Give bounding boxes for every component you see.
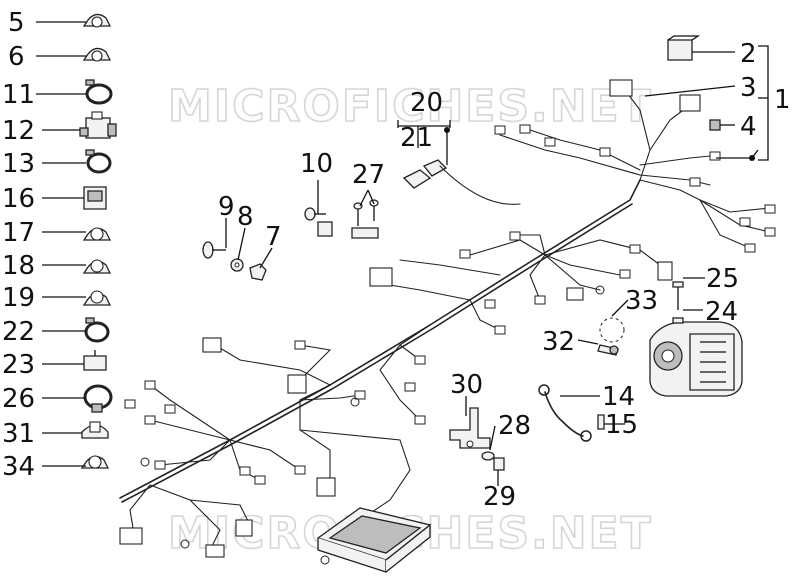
label-8: 8 [237, 202, 254, 232]
ground-cable-icon[interactable] [538, 384, 605, 442]
label-17: 17 [2, 218, 35, 248]
clamp-13-icon[interactable] [85, 149, 112, 174]
fuse-box-2-icon[interactable] [667, 35, 701, 61]
clamp-19-icon[interactable] [82, 290, 112, 306]
clamp-5-icon[interactable] [82, 13, 112, 28]
label-5: 5 [8, 8, 25, 38]
clamp-34-icon[interactable] [80, 455, 110, 469]
label-3: 3 [740, 73, 757, 103]
label-23: 23 [2, 350, 35, 380]
clamp-6-icon[interactable] [82, 47, 112, 62]
main-harness-icon[interactable] [119, 79, 776, 558]
relay-12-icon[interactable] [79, 111, 117, 139]
label-18: 18 [2, 251, 35, 281]
label-16: 16 [2, 184, 35, 214]
label-11: 11 [2, 80, 35, 110]
label-9: 9 [218, 192, 235, 222]
label-6: 6 [8, 42, 25, 72]
part-leader-lines [225, 45, 769, 486]
label-10: 10 [300, 149, 333, 179]
label-30: 30 [450, 370, 483, 400]
label-27: 27 [352, 160, 385, 190]
label-22: 22 [2, 317, 35, 347]
bolt-25-icon[interactable] [672, 281, 684, 310]
label-15: 15 [605, 410, 638, 440]
label-14: 14 [602, 382, 635, 412]
label-4: 4 [740, 112, 757, 142]
connector-21-icon[interactable] [402, 159, 521, 205]
clamp-11-icon[interactable] [85, 79, 113, 105]
label-1: 1 [774, 85, 791, 115]
label-31: 31 [2, 419, 35, 449]
tie-23-icon[interactable] [83, 350, 107, 371]
bracket-30-icon[interactable] [449, 407, 491, 449]
throttle-body-icon[interactable] [649, 321, 743, 397]
washer-24-icon[interactable] [672, 317, 684, 324]
clamp-17-icon[interactable] [82, 227, 112, 241]
label-28: 28 [498, 411, 531, 441]
bolt-10-icon[interactable] [304, 207, 333, 237]
grommet-31-icon[interactable] [81, 421, 109, 439]
fuse-4-icon[interactable] [709, 119, 721, 131]
label-26: 26 [2, 384, 35, 414]
screw-9-icon[interactable] [202, 241, 226, 259]
label-25: 25 [706, 264, 739, 294]
clamp-18-icon[interactable] [82, 259, 112, 274]
label-32: 32 [542, 327, 575, 357]
label-29: 29 [483, 482, 516, 512]
label-7: 7 [265, 222, 282, 252]
clamp-22-icon[interactable] [84, 317, 110, 343]
label-13: 13 [2, 149, 35, 179]
label-12: 12 [2, 116, 35, 146]
label-19: 19 [2, 283, 35, 313]
label-21: 21 [400, 123, 433, 153]
holder-16-icon[interactable] [83, 186, 107, 210]
nut-7-icon[interactable] [249, 263, 267, 281]
washer-28-icon[interactable] [481, 451, 495, 461]
label-2: 2 [740, 39, 757, 69]
ground-terminal-32-icon[interactable] [597, 317, 625, 356]
bolt-29-icon[interactable] [493, 457, 505, 471]
left-leader-lines [36, 21, 86, 467]
control-unit-icon[interactable] [316, 507, 432, 573]
label-24: 24 [705, 297, 738, 327]
clamp-26-icon[interactable] [83, 384, 113, 413]
watermark-top: MICROFICHES.NET [168, 81, 653, 132]
washer-8-icon[interactable] [230, 258, 244, 272]
label-33: 33 [625, 286, 658, 316]
label-34: 34 [2, 452, 35, 482]
bolt-27-icon[interactable] [351, 199, 379, 239]
label-20: 20 [410, 88, 443, 118]
